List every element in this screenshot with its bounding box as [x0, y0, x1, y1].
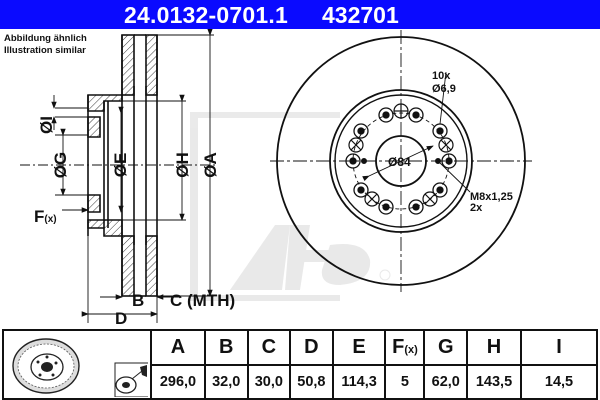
value-f: 5 [384, 364, 426, 400]
header-d: D [289, 329, 334, 366]
label-dia-e: ØE [111, 153, 130, 178]
header-e: E [331, 329, 387, 366]
label-c-mth: C (MTH) [170, 291, 235, 310]
side-section-view [87, 34, 158, 297]
header-a: A [150, 329, 206, 366]
value-e: 114,3 [331, 364, 387, 400]
label-dia-g: ØG [51, 152, 70, 178]
value-g: 62,0 [423, 364, 469, 400]
value-b: 32,0 [203, 364, 249, 400]
spec-table: A B C D E F(x) G H I 296,0 32,0 30,0 50,… [2, 329, 598, 400]
illustration-note: Abbildung ähnlich Illustration similar [4, 33, 87, 57]
value-d: 50,8 [289, 364, 334, 400]
spray-cleaner-icon [114, 362, 148, 397]
label-holes-dia: Ø6,9 [432, 83, 456, 95]
label-b: B [132, 291, 144, 310]
value-c: 30,0 [246, 364, 292, 400]
technical-drawing: ØI ØG ØE ØH ØA F(x) B C (MTH) D [20, 29, 532, 328]
label-center-dia: Ø84 [388, 155, 411, 169]
thumbnail-cell [2, 329, 152, 400]
label-thread-count: 2x [470, 202, 483, 214]
value-h: 143,5 [466, 364, 522, 400]
label-thread: M8x1,25 [470, 191, 513, 203]
brake-disc-thumbnail-icon [12, 338, 148, 397]
front-view [270, 30, 532, 292]
header-bar: 24.0132-0701.1 432701 [0, 0, 600, 29]
reference-number: 432701 [322, 2, 399, 28]
side-dimension-labels: ØI ØG ØE ØH ØA F(x) B C (MTH) D [34, 116, 235, 328]
side-dimension-lines [20, 29, 215, 323]
spec-table-value-row: 296,0 32,0 30,0 50,8 114,3 5 62,0 143,5 … [3, 364, 598, 400]
crossed-holes [348, 103, 454, 207]
header-b: B [203, 329, 249, 366]
value-i: 14,5 [520, 364, 598, 400]
header-h: H [466, 329, 522, 366]
front-view-labels: 10x Ø6,9 Ø84 M8x1,25 2x [388, 70, 513, 214]
note-german: Abbildung ähnlich [4, 33, 87, 44]
header-c: C [246, 329, 292, 366]
label-dia-h: ØH [173, 152, 192, 178]
label-holes-count: 10x [432, 70, 451, 82]
note-english: Illustration similar [4, 45, 86, 56]
part-number: 24.0132-0701.1 [124, 2, 288, 28]
value-a: 296,0 [150, 364, 206, 400]
header-g: G [423, 329, 469, 366]
ate-logo-watermark [190, 112, 391, 301]
header-i: I [520, 329, 598, 366]
label-d: D [115, 309, 127, 328]
label-f: F(x) [34, 207, 57, 226]
label-dia-a: ØA [201, 152, 220, 178]
header-f: F(x) [384, 329, 426, 366]
spec-table-header-row: A B C D E F(x) G H I [2, 329, 598, 400]
label-dia-i: ØI [37, 116, 56, 134]
